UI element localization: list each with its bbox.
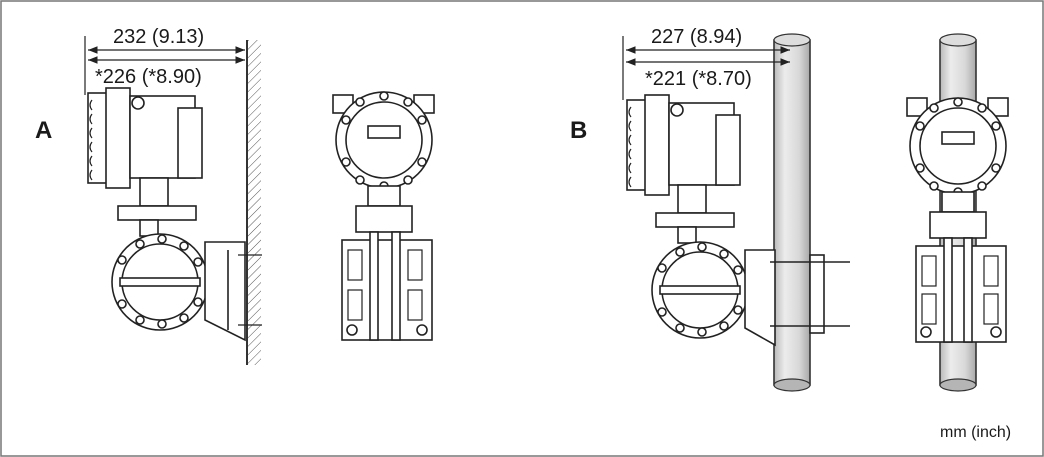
dimension-top-b: 227 (8.94)	[651, 26, 742, 48]
panel-label-b: B	[570, 117, 587, 144]
transmitter-front-view-a	[332, 91, 435, 341]
dimension-lines-b	[622, 36, 790, 100]
panel-b: B 227 (8.94) *221 (*8.70)	[570, 26, 1009, 392]
transmitter-side-view-b	[626, 94, 850, 347]
transmitter-front-view-b	[906, 97, 1009, 343]
pipe-side	[773, 33, 811, 392]
dimension-bottom-b: *221 (*8.70)	[645, 68, 752, 90]
panel-label-a: A	[35, 117, 52, 144]
dimension-top-a: 232 (9.13)	[113, 26, 204, 48]
dimension-lines-a	[84, 36, 245, 95]
dimension-bottom-a: *226 (*8.90)	[95, 66, 202, 88]
panel-a: A 232 (9.13) *226 (*8.90)	[35, 26, 435, 365]
wall	[246, 40, 261, 365]
transmitter-side-view-a	[87, 87, 262, 342]
units-note: mm (inch)	[940, 424, 1011, 441]
